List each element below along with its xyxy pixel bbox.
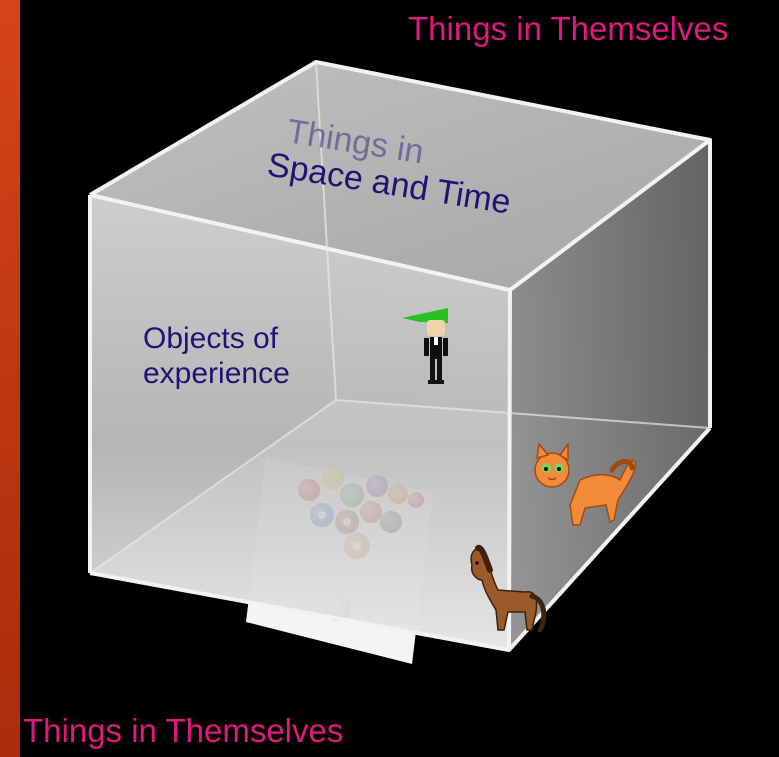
cube-hidden-edges bbox=[89, 61, 711, 574]
objects-line1: Objects of bbox=[143, 322, 279, 355]
title-top: Things in Themselves bbox=[408, 10, 729, 47]
cat-icon bbox=[534, 441, 637, 526]
cube-top-face bbox=[90, 62, 710, 290]
objects-line2: experience bbox=[143, 356, 290, 390]
person-icon bbox=[402, 308, 448, 384]
objects-of-experience-label: Objects of experience bbox=[143, 322, 290, 391]
cube-edges bbox=[88, 60, 712, 652]
cube-right-face bbox=[509, 140, 710, 650]
horse-icon bbox=[470, 544, 547, 633]
title-bottom: Things in Themselves bbox=[23, 712, 344, 749]
cube-front-face bbox=[90, 195, 510, 650]
cube-diagram bbox=[88, 60, 712, 664]
stage: Things in Themselves Things in Space and… bbox=[20, 0, 779, 757]
